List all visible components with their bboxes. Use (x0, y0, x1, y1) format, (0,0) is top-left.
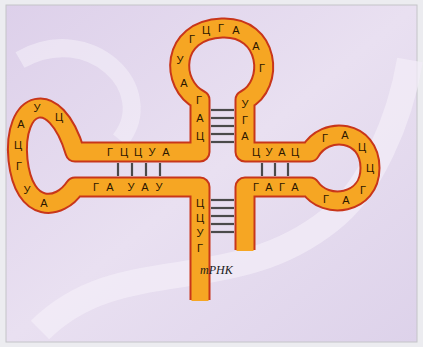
nucleotide-letter: Г (93, 181, 99, 193)
nucleotide-letter: А (17, 118, 24, 130)
nucleotide-letter: А (106, 181, 113, 193)
nucleotide-letter: Г (218, 22, 224, 34)
nucleotide-letter: Ц (196, 212, 204, 224)
nucleotide-letter: А (265, 181, 272, 193)
nucleotide-letter: Ц (202, 24, 210, 36)
nucleotide-letter: А (232, 24, 239, 36)
nucleotide-letter: Г (16, 160, 22, 172)
nucleotide-letter: А (341, 129, 348, 141)
nucleotide-letter: У (34, 102, 41, 114)
nucleotide-letter: А (291, 181, 298, 193)
nucleotide-letter: Г (196, 94, 202, 106)
nucleotide-letter: А (40, 197, 47, 209)
trna-outline (17, 28, 370, 300)
nucleotide-letter: Г (360, 184, 366, 196)
molecule-label: тРНК (200, 264, 233, 276)
nucleotide-letter: Ц (366, 162, 374, 174)
nucleotide-letter: Г (322, 132, 328, 144)
trna-strand (17, 28, 370, 301)
nucleotide-letter: Ц (196, 197, 204, 209)
nucleotide-letter: А (342, 194, 349, 206)
nucleotide-letter: Ц (291, 146, 299, 158)
nucleotide-letter: Ц (252, 146, 260, 158)
nucleotide-letter: У (149, 146, 156, 158)
nucleotide-letter: А (252, 40, 259, 52)
nucleotide-letter: А (196, 112, 203, 124)
nucleotide-letter: Ц (120, 146, 128, 158)
nucleotide-letter: Г (259, 62, 265, 74)
nucleotide-letter: У (266, 146, 273, 158)
nucleotide-letter: А (162, 146, 169, 158)
nucleotide-letter: А (141, 181, 148, 193)
nucleotide-letter: А (180, 77, 187, 89)
nucleotide-letter: У (24, 184, 31, 196)
nucleotide-letter: У (242, 98, 249, 110)
nucleotide-letter: Г (323, 193, 329, 205)
nucleotide-letter: Ц (14, 139, 22, 151)
nucleotide-letter: Ц (134, 146, 142, 158)
nucleotide-letter: Г (197, 242, 203, 254)
nucleotide-letter: Г (253, 181, 259, 193)
nucleotide-letter: Г (189, 33, 195, 45)
nucleotide-letter: Г (242, 114, 248, 126)
nucleotide-letter: У (156, 181, 163, 193)
nucleotide-letter: У (197, 227, 204, 239)
nucleotide-letter: А (241, 130, 248, 142)
nucleotide-letter: У (177, 54, 184, 66)
nucleotide-letter: Ц (196, 130, 204, 142)
nucleotide-letter: Г (107, 146, 113, 158)
nucleotide-letter: Ц (55, 111, 63, 123)
nucleotide-letter: У (128, 181, 135, 193)
background-panel (6, 5, 417, 342)
nucleotide-letter: Г (279, 181, 285, 193)
nucleotide-letter: А (278, 146, 285, 158)
nucleotide-letter: Ц (358, 141, 366, 153)
